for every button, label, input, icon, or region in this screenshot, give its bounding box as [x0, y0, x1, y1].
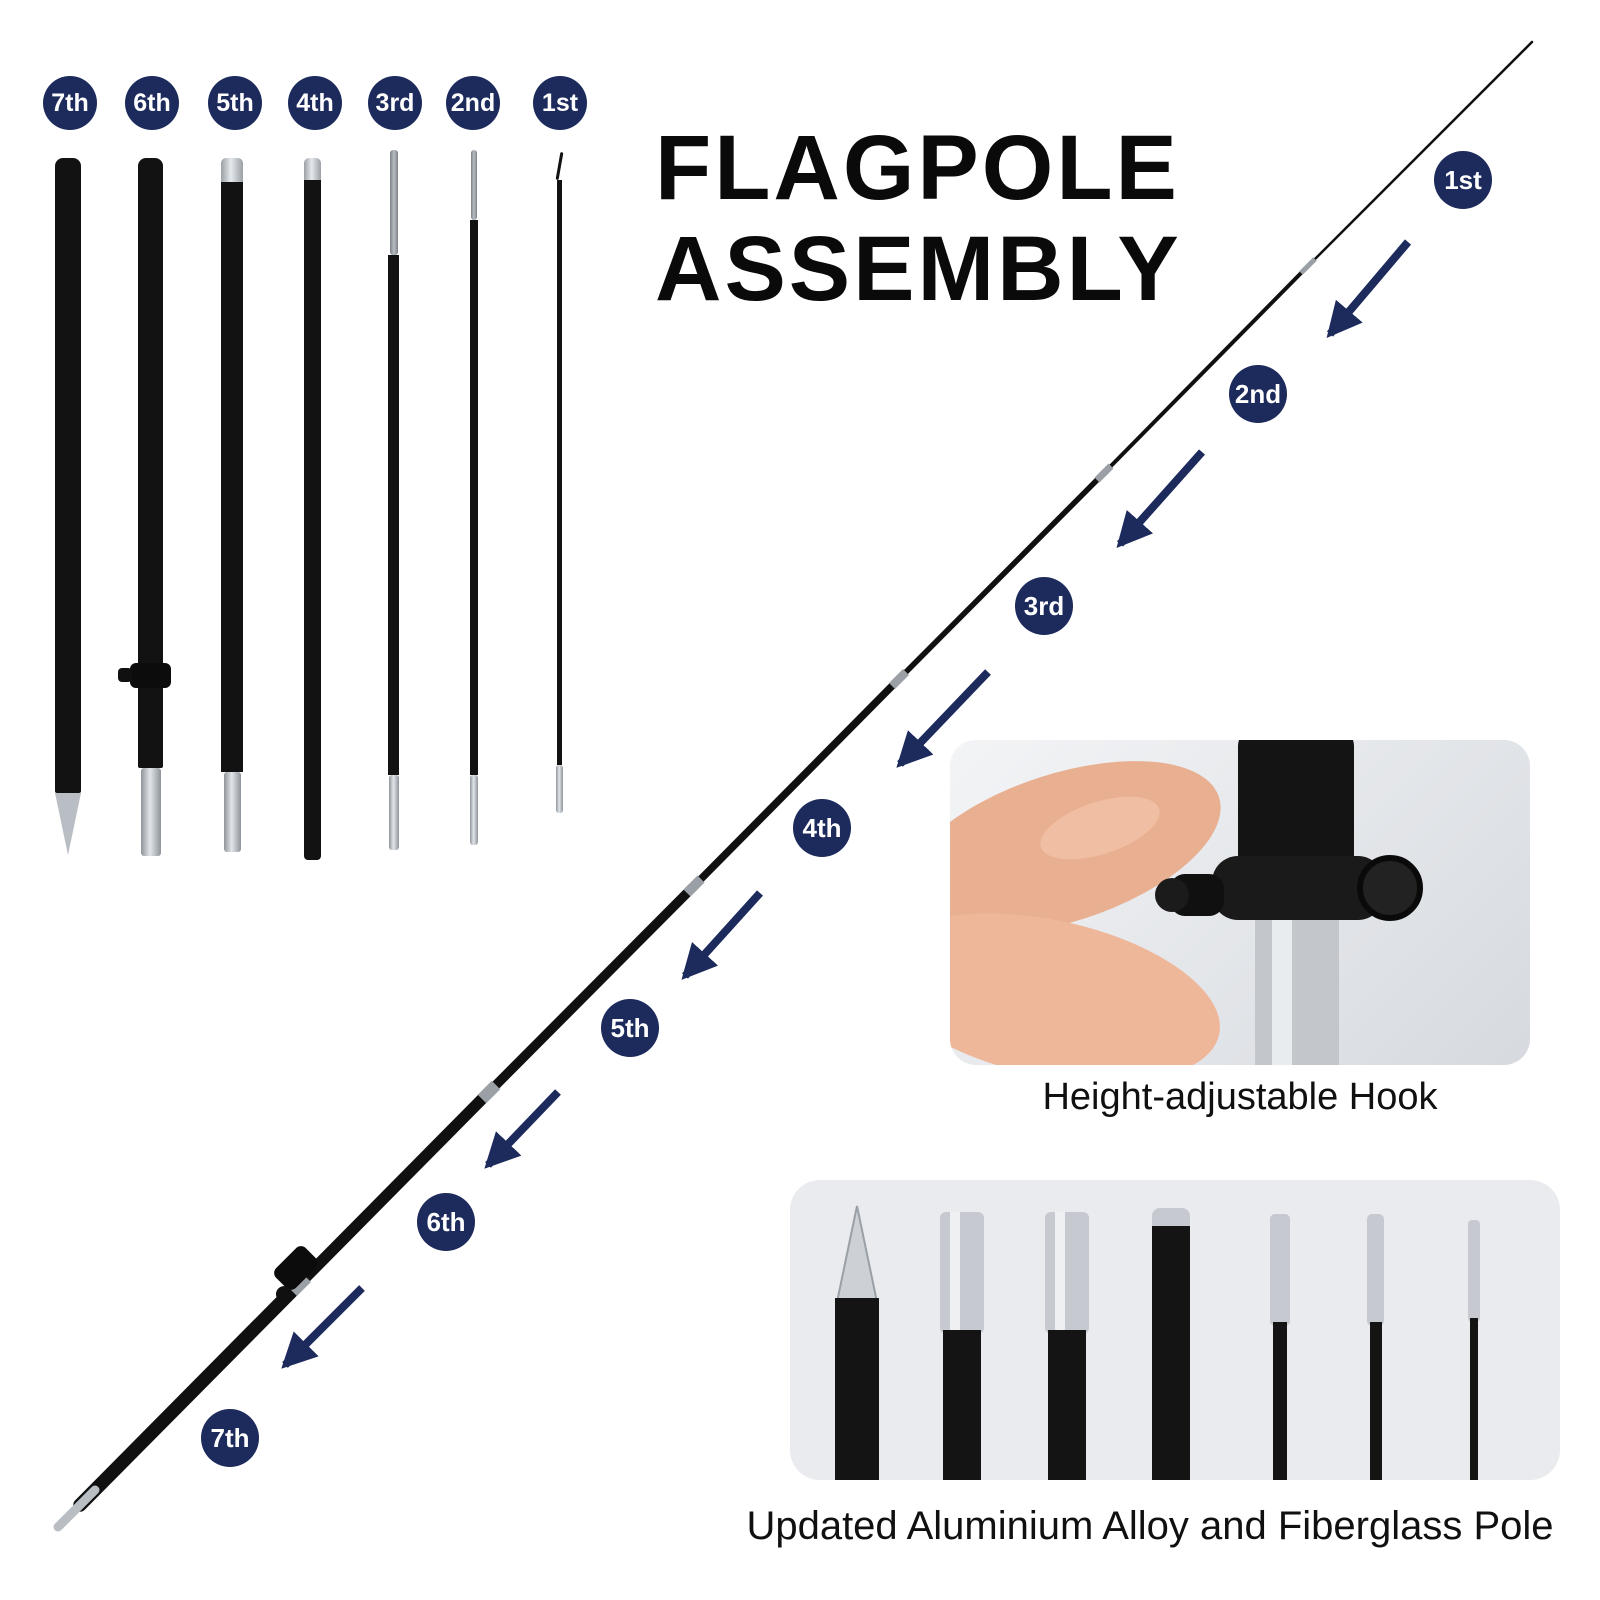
spike-tip [55, 793, 81, 855]
silver-pole [1255, 915, 1339, 1065]
arrow-icon [484, 1089, 561, 1169]
tip-spike [835, 1205, 879, 1480]
pole-label-7th: 7th [43, 76, 97, 130]
metal-cap [304, 158, 321, 180]
title-line-2: ASSEMBLY [655, 218, 1182, 321]
assembled-clamp [274, 1246, 318, 1303]
metal-ferrule [140, 768, 161, 856]
metal-ferrule [556, 765, 563, 813]
pole-segment-4th [304, 158, 321, 860]
title-line-1: FLAGPOLE [655, 117, 1180, 219]
page-title: FLAGPOLE ASSEMBLY [655, 117, 1182, 321]
metal-ferrule [388, 775, 399, 850]
pole-shaft [304, 180, 321, 860]
pole-shaft [470, 220, 478, 775]
pole-shaft [118, 158, 171, 768]
tip-ferrule-thin [1270, 1214, 1290, 1480]
pole-segment-1st [555, 151, 564, 813]
arrow-icon [281, 1285, 365, 1369]
step-badge-6th: 6th [417, 1193, 475, 1251]
flexible-tip [555, 151, 564, 181]
pole-label-3rd: 3rd [368, 76, 422, 130]
adjust-knob-cap [1155, 878, 1189, 912]
arrow-icon [681, 890, 763, 980]
pole-shaft [55, 158, 81, 793]
pole-shaft [557, 180, 562, 765]
step-badge-2nd: 2nd [1229, 365, 1287, 423]
hook-photo [950, 740, 1530, 1065]
hook-photo-illustration [950, 740, 1423, 1065]
hook-caption: Height-adjustable Hook [1042, 1076, 1438, 1118]
tip-ferrule-thin [1367, 1214, 1384, 1480]
step-badge-1st: 1st [1434, 151, 1492, 209]
pole-label-5th: 5th [208, 76, 262, 130]
step-badge-7th: 7th [201, 1409, 259, 1467]
pole-segment-7th [55, 158, 81, 855]
spike-tip [53, 1485, 100, 1532]
pole-label-6th: 6th [125, 76, 179, 130]
pole-tips-photo [790, 1180, 1560, 1480]
height-adjust-clamp [118, 663, 171, 688]
pole-caption: Updated Aluminium Alloy and Fiberglass P… [746, 1504, 1554, 1548]
metal-cap [221, 158, 243, 182]
tip-ferrule-thinnest [1468, 1220, 1480, 1480]
finger-highlight [1040, 796, 1160, 860]
step-badge-4th: 4th [793, 799, 851, 857]
black-pole [1238, 740, 1354, 878]
pole-segment-5th [221, 158, 243, 852]
tip-ferrule-large [1045, 1212, 1089, 1480]
pole-label-1st: 1st [533, 76, 587, 130]
pole-segment-2nd [470, 150, 478, 845]
thumb [950, 913, 1220, 1065]
pole-segment-6th [118, 158, 171, 856]
fiberglass-tip [471, 150, 477, 220]
pole-label-2nd: 2nd [446, 76, 500, 130]
arrow-icon [1326, 239, 1412, 339]
pole-segment-3rd [388, 150, 399, 850]
collar-bolt [1357, 855, 1423, 921]
pole-shaft [388, 255, 399, 775]
tip-capped-pole [1152, 1208, 1190, 1480]
tip-ferrule-large [940, 1212, 984, 1480]
step-badge-5th: 5th [601, 999, 659, 1057]
pole-tips-illustration [835, 1205, 1480, 1480]
metal-ferrule [223, 772, 241, 852]
hook-collar [1212, 856, 1384, 920]
pole-label-4th: 4th [288, 76, 342, 130]
fiberglass-tip [389, 150, 398, 255]
step-badge-3rd: 3rd [1015, 577, 1073, 635]
pole-shaft [221, 182, 243, 772]
metal-ferrule [470, 775, 478, 845]
silver-pole-highlight [1272, 915, 1292, 1065]
arrow-icon [1116, 449, 1205, 548]
